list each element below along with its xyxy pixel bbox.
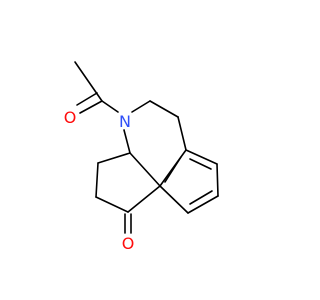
bond-aryl-3 <box>216 163 219 197</box>
bond-n-ch2 <box>131 100 151 113</box>
bond-aryl-4 <box>187 195 219 214</box>
bond-ch-ch2 <box>97 152 131 164</box>
bond-ketone-aryl <box>127 185 161 213</box>
bond-methyl-carbonyl <box>74 61 103 102</box>
bond-aryl-inner-3 <box>164 156 182 183</box>
bond-aryl-inner-2 <box>189 190 213 205</box>
bond-ch2-ketone <box>95 196 129 213</box>
bond-aryl-2 <box>185 149 218 165</box>
background <box>0 0 300 300</box>
bond-carbonyl-n <box>101 100 119 113</box>
bond-aryl-inner-1 <box>189 158 212 170</box>
atom-oxygen-acetyl: O <box>64 108 77 127</box>
bond-n-ch <box>123 129 131 154</box>
bond-ch2-ch2-b <box>95 162 99 198</box>
bond-carbonyl-co-a <box>79 100 103 114</box>
bond-layer <box>74 61 219 234</box>
molecule-canvas: O N O <box>0 0 300 300</box>
bond-carbonyl-co-b <box>76 92 98 106</box>
bond-ch2-ch2 <box>149 100 179 118</box>
structure-diagram: O N O <box>0 0 300 300</box>
bond-aryl-5 <box>159 185 189 214</box>
bond-ch2-aryl <box>177 116 187 151</box>
atom-labels: O N O <box>64 108 135 253</box>
atom-nitrogen: N <box>119 112 131 131</box>
bond-aryl-1 <box>159 149 187 187</box>
bond-aryl-ch <box>129 152 161 187</box>
atom-oxygen-ketone: O <box>122 234 135 253</box>
